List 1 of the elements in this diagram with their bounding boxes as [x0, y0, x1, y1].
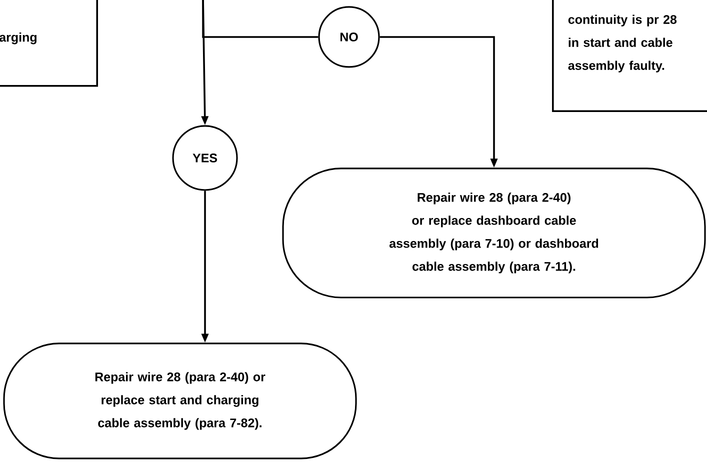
note-box: continuity is pr 28 in start and cable assembly faulty. — [552, 0, 707, 112]
